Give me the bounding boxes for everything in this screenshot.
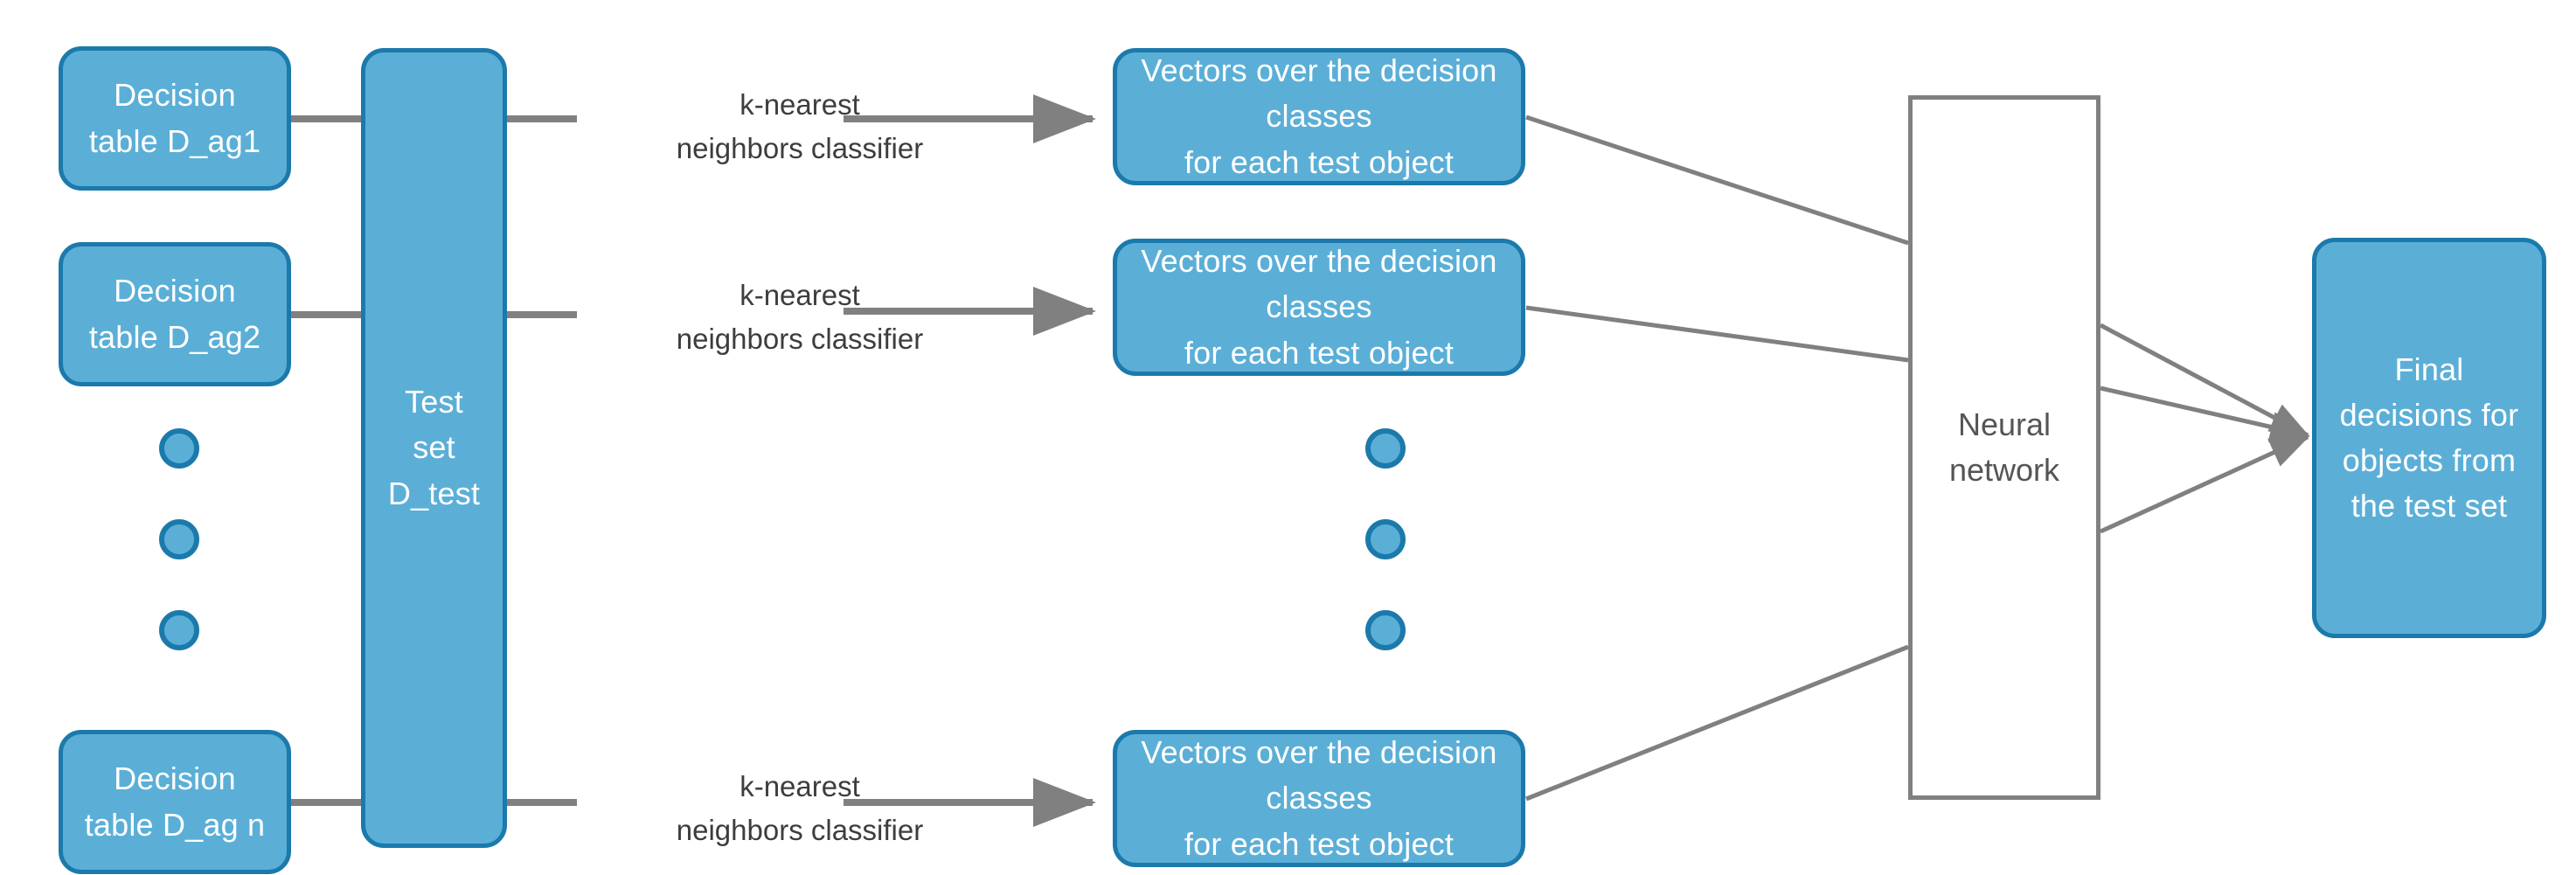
node-vectors-2-label: Vectors over the decision classes for ea… bbox=[1141, 243, 1497, 371]
ellipsis-dot-left-3 bbox=[159, 610, 199, 650]
connector-nn-final-top bbox=[2099, 323, 2310, 438]
connector-nn-final-middle bbox=[2100, 385, 2310, 442]
edge-label-knn-n: k-nearest neighbors classifier bbox=[676, 770, 924, 846]
node-test-set[interactable]: Test set D_test bbox=[361, 48, 507, 848]
ellipsis-dot-middle-3 bbox=[1365, 610, 1406, 650]
connector-vectors1-nn bbox=[1525, 115, 1909, 246]
node-vectors-1-label: Vectors over the decision classes for ea… bbox=[1141, 52, 1497, 180]
ellipsis-dot-left-2 bbox=[159, 519, 199, 559]
node-neural-network-label: Neural network bbox=[1948, 406, 2060, 488]
node-decision-table-2[interactable]: Decision table D_ag2 bbox=[59, 242, 291, 386]
connector-nn-final-bottom bbox=[2099, 434, 2310, 534]
connector-vectors2-nn bbox=[1525, 305, 1909, 363]
node-decision-table-2-label: Decision table D_ag2 bbox=[88, 273, 261, 355]
ellipsis-dot-middle-2 bbox=[1365, 519, 1406, 559]
node-decision-table-n[interactable]: Decision table D_ag n bbox=[59, 730, 291, 874]
node-vectors-2[interactable]: Vectors over the decision classes for ea… bbox=[1113, 239, 1525, 376]
connector-vectorsn-nn bbox=[1525, 644, 1909, 802]
node-vectors-n-label: Vectors over the decision classes for ea… bbox=[1141, 734, 1497, 862]
node-final-decisions[interactable]: Final decisions for objects from the tes… bbox=[2312, 238, 2546, 638]
ellipsis-dot-left-1 bbox=[159, 428, 199, 469]
node-neural-network[interactable]: Neural network bbox=[1908, 95, 2100, 800]
node-test-set-label: Test set D_test bbox=[387, 384, 481, 511]
edge-label-knn-2: k-nearest neighbors classifier bbox=[676, 279, 924, 355]
node-vectors-1[interactable]: Vectors over the decision classes for ea… bbox=[1113, 48, 1525, 185]
ellipsis-dot-middle-1 bbox=[1365, 428, 1406, 469]
node-vectors-n[interactable]: Vectors over the decision classes for ea… bbox=[1113, 730, 1525, 867]
node-decision-table-1[interactable]: Decision table D_ag1 bbox=[59, 46, 291, 191]
node-decision-table-1-label: Decision table D_ag1 bbox=[88, 77, 261, 159]
edge-label-knn-1: k-nearest neighbors classifier bbox=[676, 88, 924, 164]
node-decision-table-n-label: Decision table D_ag n bbox=[84, 760, 266, 843]
node-final-decisions-label: Final decisions for objects from the tes… bbox=[2339, 351, 2519, 524]
